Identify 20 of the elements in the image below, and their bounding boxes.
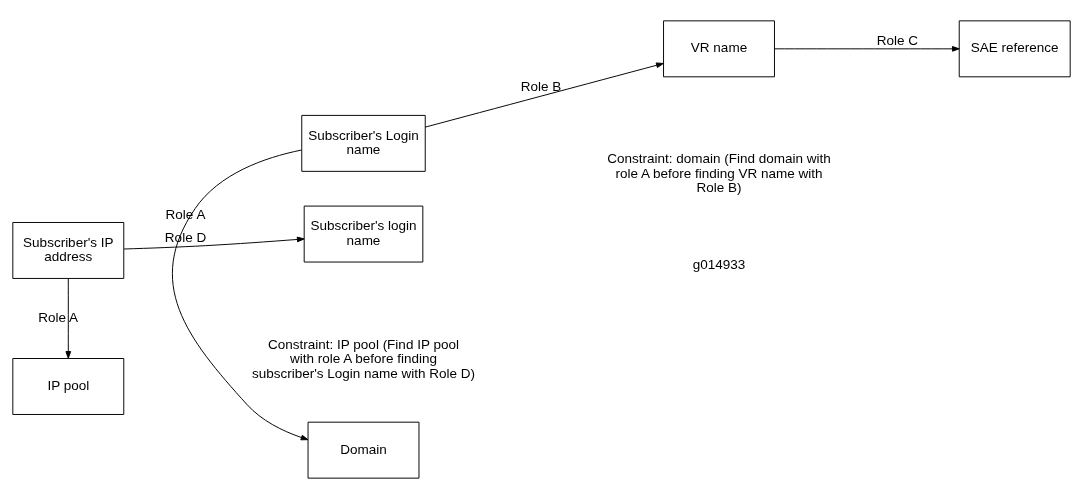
arrow (172, 149, 309, 441)
node-box: Subscriber's login name (303, 205, 424, 263)
node-box: Subscriber's IP address (12, 222, 125, 279)
node-box: Domain (307, 421, 420, 479)
label: g014933 (692, 256, 746, 272)
arrow (65, 278, 72, 359)
edge-label: Role A (165, 207, 206, 223)
arrow (123, 236, 305, 250)
label: Constraint: IP pool (Find IP pool with role A before finding subscriber's Login name with Role D) (251, 336, 476, 381)
edge-label: Role B (520, 78, 562, 94)
arrow (424, 62, 664, 128)
edge-label: Role D (164, 229, 207, 245)
label: Constraint: domain (Find domain with role A before finding VR name with Role B) (607, 151, 831, 196)
arrow (774, 46, 960, 52)
node-box: VR name (663, 20, 775, 78)
edge-label: Role A (38, 310, 79, 326)
edge-label: Role C (876, 33, 919, 49)
node-box: SAE reference (958, 20, 1071, 78)
node-box: Subscriber's Login name (301, 114, 426, 172)
node-box: IP pool (12, 358, 125, 415)
